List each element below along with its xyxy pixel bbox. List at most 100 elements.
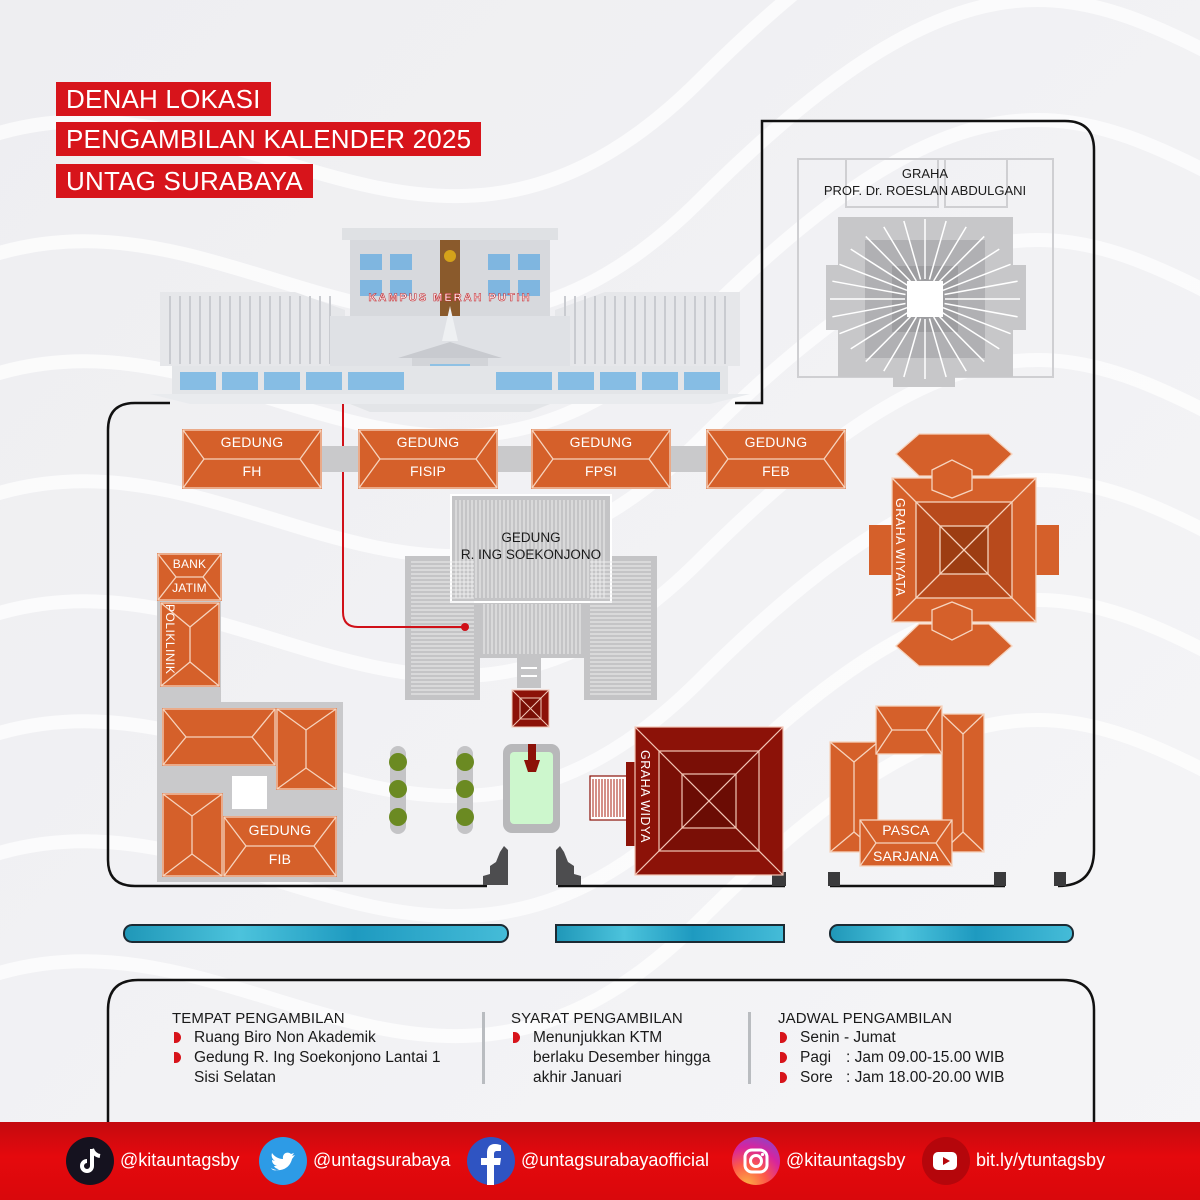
youtube-handle: bit.ly/ytuntagsby — [976, 1150, 1106, 1170]
graha-roeslan-label-2: PROF. Dr. ROESLAN ABDULGANI — [823, 183, 1027, 198]
twitter-handle: @untagsurabaya — [313, 1150, 451, 1170]
decorative-line — [942, 306, 1011, 335]
gedung-fh-building[interactable]: GEDUNG FH — [182, 429, 322, 489]
gedung-soekonjono-building — [405, 494, 657, 700]
decorative-line — [903, 318, 922, 378]
kampus-merah-putih-building — [150, 228, 750, 412]
decorative-line — [933, 226, 967, 282]
gate-right — [556, 846, 581, 885]
bank-jatim-building[interactable]: BANK JATIM — [157, 553, 222, 601]
gedung-feb-label-2: FEB — [762, 463, 790, 479]
route-line — [342, 381, 465, 628]
title-line-1: DENAH LOKASI — [56, 82, 271, 116]
gedung-fib-label-2: FIB — [268, 851, 292, 867]
gate-posts — [772, 872, 1066, 886]
graha-roeslan-abdulgani-building — [797, 158, 1054, 387]
water-channel-left — [123, 924, 509, 943]
decorative-line — [865, 235, 914, 284]
pasca-sarjana-label-2: SARJANA — [873, 848, 939, 864]
decorative-line — [928, 318, 947, 378]
bullet-icon — [780, 1052, 787, 1063]
social-footer — [0, 1122, 1200, 1200]
decorative-line — [940, 310, 1000, 350]
jadwal-pagi-value: : Jam 09.00-15.00 WIB — [846, 1049, 1005, 1066]
tempat-item: Gedung R. Ing Soekonjono Lantai 1 — [194, 1049, 441, 1066]
walkway-connector — [316, 446, 364, 472]
gedung-fpsi-label-1: GEDUNG — [569, 434, 633, 450]
syarat-title: SYARAT PENGAMBILAN — [511, 1010, 683, 1027]
syarat-item-continuation: berlaku Desember hingga — [533, 1049, 711, 1066]
route-end-marker — [461, 623, 469, 631]
tiktok-handle: @kitauntagsby — [120, 1150, 240, 1170]
decorative-line — [883, 316, 917, 372]
small-pavilion — [511, 689, 550, 728]
building-unnamed — [276, 708, 337, 790]
tiktok-icon — [66, 1137, 114, 1185]
bullet-icon — [780, 1032, 787, 1043]
jadwal-days: Senin - Jumat — [800, 1029, 896, 1046]
soekonjono-label-1: GEDUNG — [501, 530, 561, 545]
graha-wiyata-label: GRAHA WIYATA — [893, 498, 907, 597]
instagram-handle: @kitauntagsby — [786, 1150, 906, 1170]
water-channel-right — [829, 924, 1074, 943]
title-line-3: UNTAG SURABAYA — [56, 164, 313, 198]
decorative-line — [883, 226, 917, 282]
bullet-icon — [174, 1032, 181, 1043]
jadwal-sore-label: Sore — [800, 1069, 833, 1086]
facebook-icon — [467, 1137, 515, 1185]
facebook-handle: @untagsurabayaofficial — [521, 1150, 710, 1170]
decorative-line — [928, 220, 947, 280]
bank-jatim-label-2: JATIM — [172, 581, 207, 595]
decorative-line — [944, 302, 1018, 318]
graha-wiyata-building[interactable] — [864, 432, 1060, 668]
gate-left — [483, 846, 508, 885]
graha-roeslan-label-1: GRAHA — [901, 166, 949, 181]
bullet-icon — [174, 1052, 181, 1063]
tempat-item-continuation: Sisi Selatan — [194, 1069, 276, 1086]
jadwal-sore-value: : Jam 18.00-20.00 WIB — [846, 1069, 1005, 1086]
info-panel-border — [106, 978, 1096, 1122]
twitter-icon — [259, 1137, 307, 1185]
decorative-line — [839, 263, 908, 292]
youtube-icon — [922, 1137, 970, 1185]
poliklinik-building[interactable]: POLIKLINIK — [160, 602, 220, 687]
decorative-line — [832, 302, 906, 318]
decorative-line — [944, 280, 1018, 296]
gedung-fisip-label-1: GEDUNG — [396, 434, 460, 450]
gedung-fib-building[interactable]: GEDUNG FIB — [223, 816, 337, 877]
graha-widya-building — [589, 726, 784, 876]
gedung-feb-label-1: GEDUNG — [744, 434, 808, 450]
tree-row-left — [389, 746, 407, 834]
decorative-line — [933, 316, 967, 372]
tempat-item: Ruang Biro Non Akademik — [194, 1029, 376, 1046]
decorative-line — [903, 220, 922, 280]
gedung-fib-label-1: GEDUNG — [248, 822, 312, 838]
bullet-icon — [513, 1032, 520, 1043]
decorative-line — [936, 235, 985, 284]
building-unnamed — [162, 708, 276, 766]
gedung-feb-building[interactable]: GEDUNG FEB — [706, 429, 846, 489]
title-line-2: PENGAMBILAN KALENDER 2025 — [56, 122, 482, 156]
decorative-line — [850, 310, 910, 350]
gedung-fpsi-label-2: FPSI — [585, 463, 617, 479]
decorative-line — [865, 314, 914, 363]
gedung-fh-label-2: FH — [242, 463, 262, 479]
gedung-fpsi-building[interactable]: GEDUNG FPSI — [531, 429, 671, 489]
syarat-item-continuation: akhir Januari — [533, 1069, 622, 1086]
decorative-line — [936, 314, 985, 363]
divider — [748, 1012, 751, 1084]
jadwal-title: JADWAL PENGAMBILAN — [778, 1010, 953, 1027]
pasca-sarjana-building[interactable] — [828, 704, 988, 869]
campus-boundary — [106, 401, 487, 888]
gedung-fisip-label-2: FISIP — [409, 463, 446, 479]
decorative-line — [839, 306, 908, 335]
graha-widya-label: GRAHA WIDYA — [638, 750, 652, 843]
poliklinik-label: POLIKLINIK — [163, 604, 177, 675]
bank-jatim-label-1: BANK — [172, 557, 207, 571]
water-channel-middle — [555, 924, 785, 943]
gedung-fisip-building[interactable]: GEDUNG FISIP — [358, 429, 498, 489]
bullet-icon — [780, 1072, 787, 1083]
decorative-line — [832, 280, 906, 296]
kampus-merah-putih-sign: KAMPUS MERAH PUTIH — [368, 292, 532, 305]
